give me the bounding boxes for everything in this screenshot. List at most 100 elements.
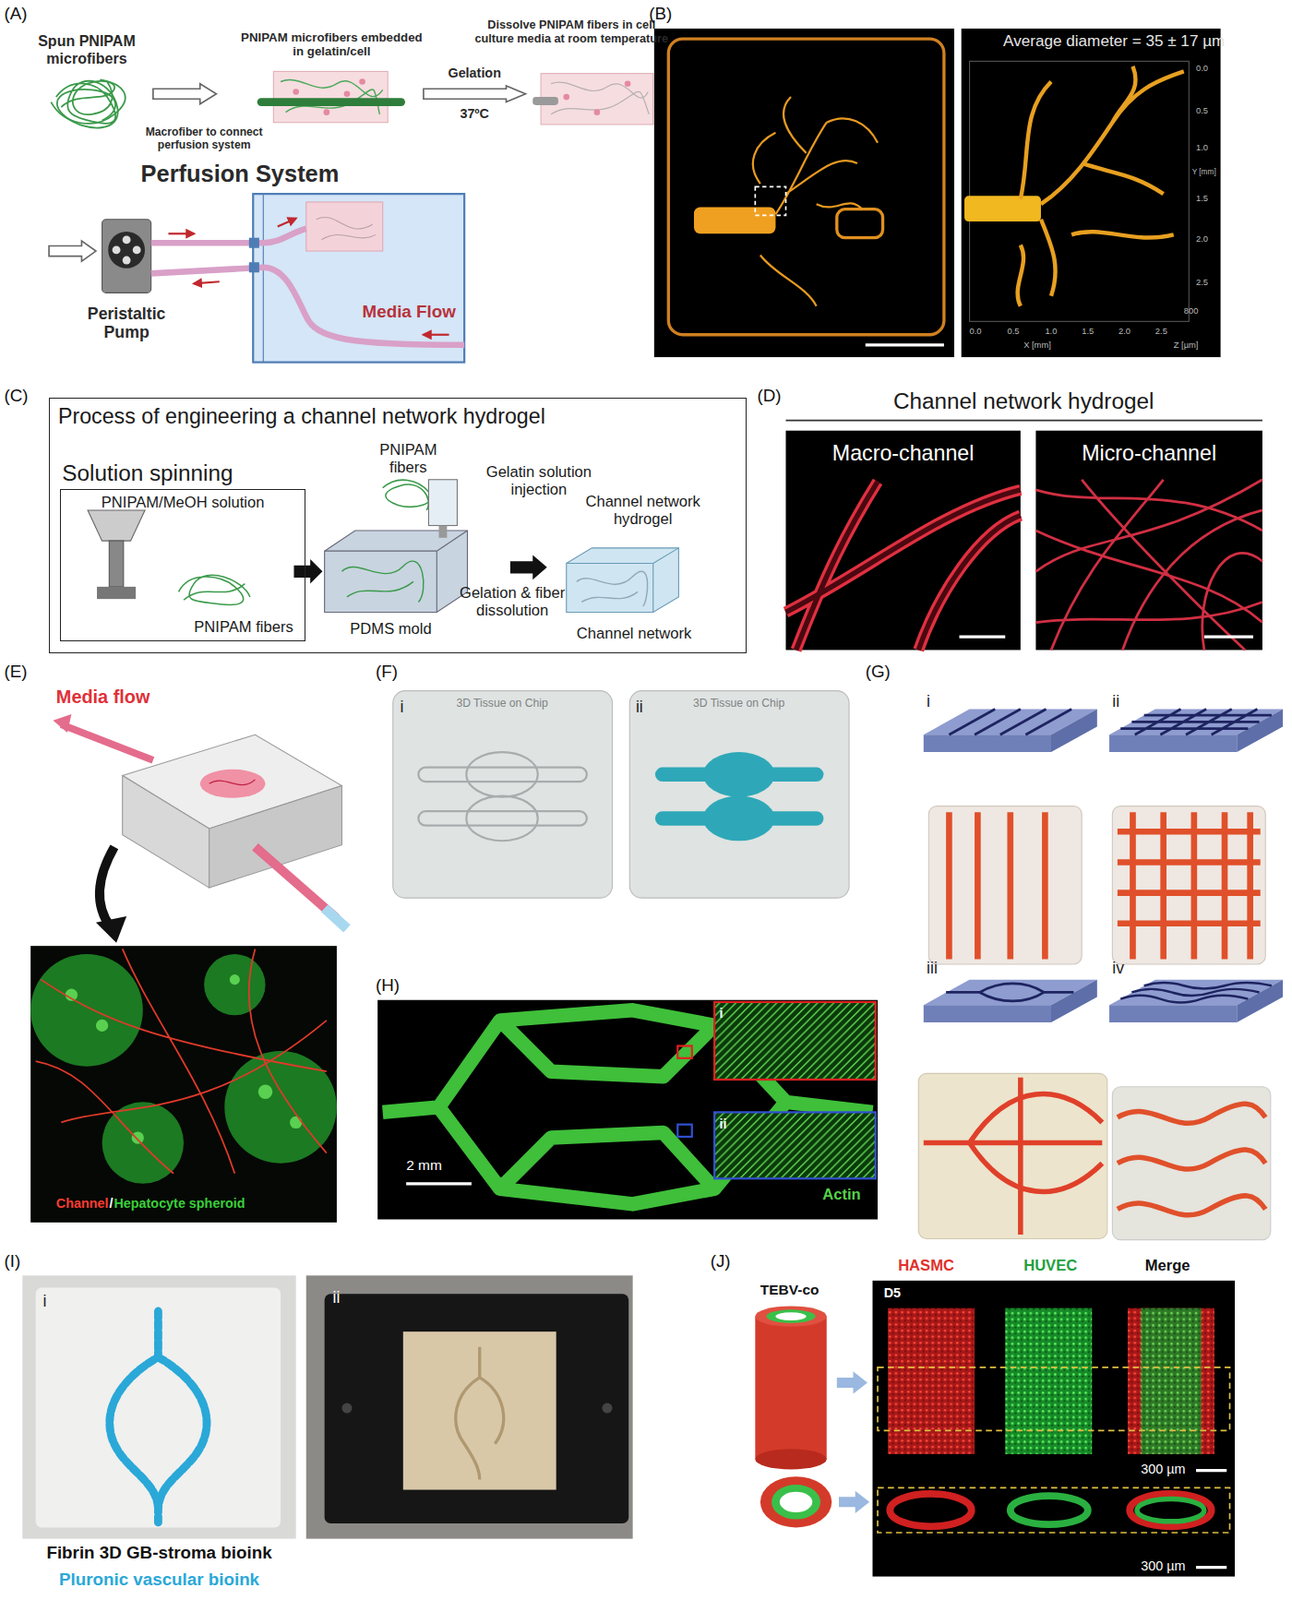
text-label: 0.5 [1006, 326, 1019, 337]
panel-letter: (E) [3, 661, 27, 682]
text-label: Merge [1145, 1256, 1191, 1275]
pdms-mold [324, 550, 438, 552]
channel-schematic [1120, 709, 1272, 736]
vessel-micrograph [753, 96, 878, 307]
text-label: Gelation [433, 65, 515, 82]
panel-letter: (C) [3, 385, 28, 407]
text-label: 2.5 [1196, 277, 1209, 288]
hepatocyte-micrograph [30, 954, 144, 1067]
text-label: TEBV-co [760, 1281, 820, 1299]
fiber-tangle [183, 584, 245, 601]
vessel-micrograph [654, 28, 955, 358]
chip-photo-dyed [655, 752, 824, 841]
chip-illustration [254, 847, 336, 919]
text-label: PNIPAM fibers [372, 441, 444, 477]
chip-photo-dyed [703, 752, 775, 798]
macro-channel-image [786, 481, 1021, 650]
chip-photo [393, 691, 613, 898]
text-label: Spun PNIPAM microfibers [15, 32, 159, 67]
perfusion-system [122, 235, 132, 244]
subpanel-numeral: iii [926, 958, 938, 978]
text-label: Fibrin 3D GB-stroma bioink [0, 1543, 323, 1564]
vessel-confocal-image [1196, 1566, 1227, 1569]
channel-schematic [1109, 709, 1283, 753]
perfusion-system [102, 219, 152, 294]
process-arrow [153, 83, 217, 105]
vessel-confocal-image [1004, 1308, 1092, 1455]
text-label: Media Flow [362, 301, 456, 323]
perfusion-system [249, 238, 260, 249]
bioreactor-photo [306, 1275, 634, 1539]
hepatocyte-micrograph [35, 948, 327, 1173]
text-label: Hepatocyte spheroid [113, 1196, 245, 1212]
channel-schematic [1120, 982, 1272, 1004]
box-text: PNIPAM fibers [193, 618, 293, 636]
vessel-confocal-image [872, 1280, 1235, 1578]
vessel-schematic [765, 1309, 815, 1323]
spinning-device [108, 540, 123, 587]
vessel-3d-render [969, 60, 1190, 322]
channel-photo [928, 806, 1082, 965]
channel-photo [928, 806, 1082, 965]
channel-schematic [945, 983, 1074, 1002]
box-text: PNIPAM/MeOH solution [59, 493, 306, 512]
macro-channel-image [786, 481, 1021, 650]
chip-illustration [324, 908, 347, 929]
channel-schematic [1109, 734, 1237, 753]
panel-letter: (A) [3, 3, 27, 24]
vessel-micrograph [837, 209, 884, 239]
panel-letter: (F) [375, 661, 398, 682]
chip-photo [393, 691, 613, 898]
vessel-confocal-image [1140, 1308, 1201, 1455]
fiber-tangle [56, 81, 119, 129]
perfusion-system [122, 256, 132, 265]
text-label: 0.0 [969, 326, 982, 337]
perfusion-system [132, 246, 142, 255]
text-label: 1.0 [1196, 143, 1209, 154]
chip-photo [418, 811, 587, 826]
dissolved-block [562, 94, 570, 101]
subpanel-numeral: iv [1112, 958, 1125, 978]
vessel-confocal-image [1129, 1494, 1211, 1527]
text-label: Z [µm] [1173, 340, 1199, 351]
channel-schematic [923, 709, 1098, 753]
channel-photo [923, 1077, 1103, 1235]
text-label: 1.5 [1196, 193, 1209, 204]
actin-network-image [677, 1124, 692, 1137]
perfusion-system [112, 246, 121, 255]
chip-illustration [122, 775, 210, 888]
dissolved-block [550, 82, 649, 115]
fiber-tangle [60, 81, 115, 115]
macro-channel-image [958, 634, 1005, 638]
bioreactor-photo [601, 1403, 612, 1414]
vessel-confocal-image [877, 1487, 1231, 1533]
hepatocyte-micrograph [258, 1085, 273, 1100]
text-label: 300 µm [1140, 1558, 1185, 1575]
gelatin-block [344, 90, 351, 97]
text-label: Gelation & fiber dissolution [454, 584, 572, 620]
actin-network-image [406, 1182, 472, 1185]
text-label: 37ºC [433, 106, 515, 122]
perfusion-system [167, 232, 194, 235]
micro-channel-image [1204, 634, 1254, 638]
vessel-3d-render [961, 28, 1221, 358]
vessel-schematic [754, 1305, 826, 1327]
step-arrow [293, 559, 323, 585]
text-label: 1.0 [1044, 326, 1057, 337]
text-label: Pluronic vascular bioink [0, 1569, 323, 1591]
chip-photo-dyed [703, 796, 775, 842]
vessel-micrograph [693, 207, 776, 235]
hepatocyte-micrograph [229, 974, 240, 985]
perfusion-system [277, 218, 297, 228]
hepatocyte-micrograph [30, 945, 337, 1223]
vessel-micrograph [668, 38, 945, 335]
box-text: Process of engineering a channel network… [58, 404, 546, 430]
bioreactor-photo [341, 1403, 352, 1414]
vessel-confocal-image [1136, 1499, 1205, 1522]
channel-schematic [1051, 980, 1098, 1023]
vessel-schematic [754, 1305, 870, 1528]
vessel-3d-render [1017, 66, 1185, 307]
panel-letter: (I) [3, 1251, 21, 1272]
macro-channel-image [786, 430, 1021, 651]
perfusion-system [151, 228, 307, 243]
